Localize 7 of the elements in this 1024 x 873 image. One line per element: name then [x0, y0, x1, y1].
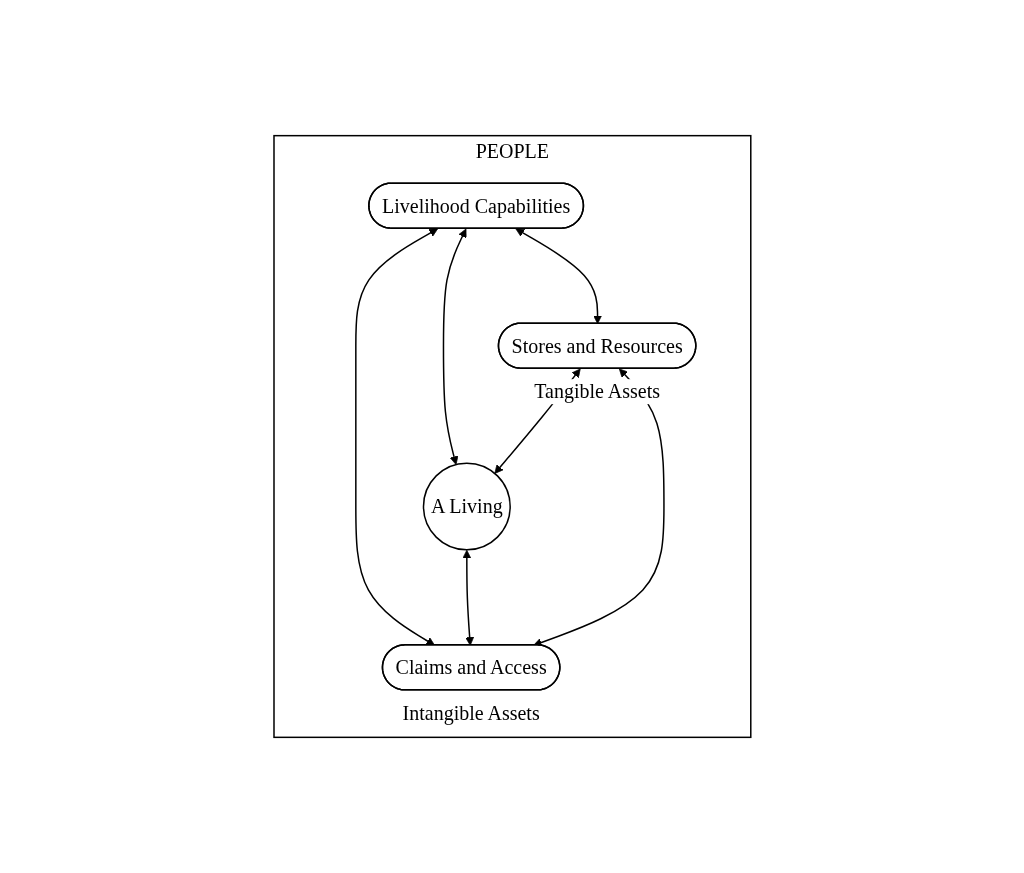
- node-circle: A Living: [422, 462, 511, 551]
- arrow: [462, 549, 474, 646]
- caption-text: Intangible Assets: [402, 701, 540, 724]
- arrow: [354, 228, 438, 646]
- caption-text: Tangible Assets: [533, 380, 660, 403]
- arrow: [515, 228, 602, 325]
- arrow: [442, 228, 467, 465]
